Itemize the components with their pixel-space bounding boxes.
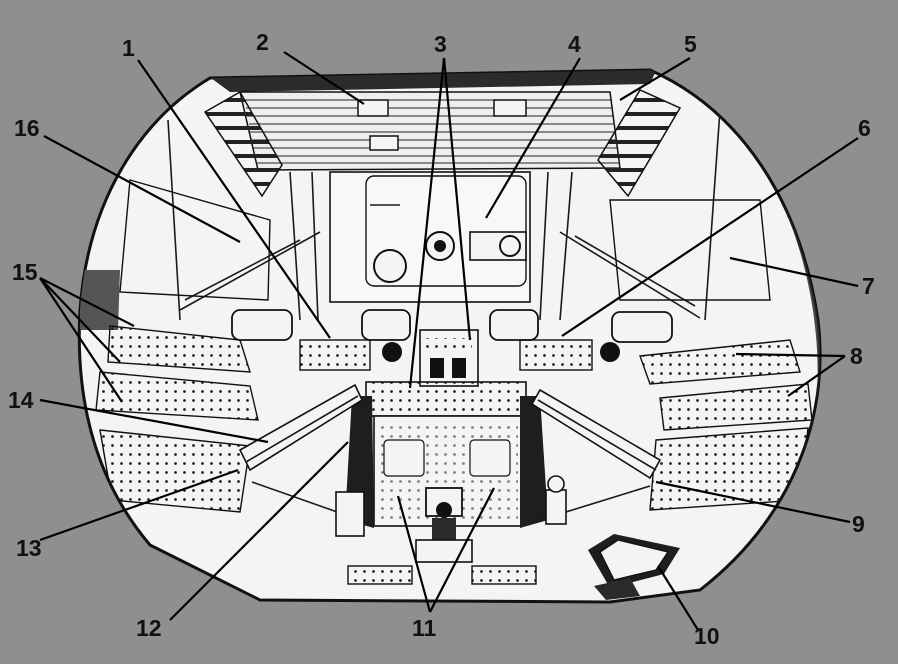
callout-10: 10 [694, 623, 720, 649]
callout-labels: 1 2 3 4 5 6 7 8 9 10 11 12 13 14 15 16 [8, 29, 875, 649]
right-floor-pedals [471, 565, 537, 585]
rim-shadow-left [80, 270, 120, 330]
floor-valve [545, 475, 567, 525]
floor-hatch [588, 534, 680, 600]
callout-2: 2 [256, 29, 269, 55]
callout-16: 16 [14, 115, 40, 141]
callout-6: 6 [858, 115, 871, 141]
floor-bin [335, 491, 365, 537]
callout-13: 13 [16, 535, 42, 561]
right-dark-support [520, 396, 548, 528]
right-wall-stowage [609, 199, 771, 301]
seats [231, 309, 673, 343]
left-vent-panel [203, 90, 283, 198]
right-control-panels [639, 339, 813, 431]
callout-8: 8 [850, 343, 863, 369]
callout-4: 4 [568, 31, 581, 57]
callout-12: 12 [136, 615, 162, 641]
left-wall-stowage [119, 179, 271, 301]
left-control-panels [95, 325, 259, 421]
callout-7: 7 [862, 273, 875, 299]
cabin-view [77, 68, 822, 604]
callout-11: 11 [412, 615, 437, 641]
leader-lines [39, 51, 859, 631]
left-lower-console [99, 429, 251, 513]
right-vent-panel [597, 89, 682, 198]
callout-9: 9 [852, 511, 865, 537]
overhead-panel [239, 91, 621, 171]
callout-3: 3 [434, 31, 447, 57]
left-floor-pedals [347, 565, 413, 585]
callout-15: 15 [12, 259, 38, 285]
callout-14: 14 [8, 387, 34, 413]
callout-5: 5 [684, 31, 697, 57]
rim-shadow-top [200, 70, 660, 92]
arm-rails [238, 383, 662, 521]
callout-1: 1 [122, 35, 135, 61]
